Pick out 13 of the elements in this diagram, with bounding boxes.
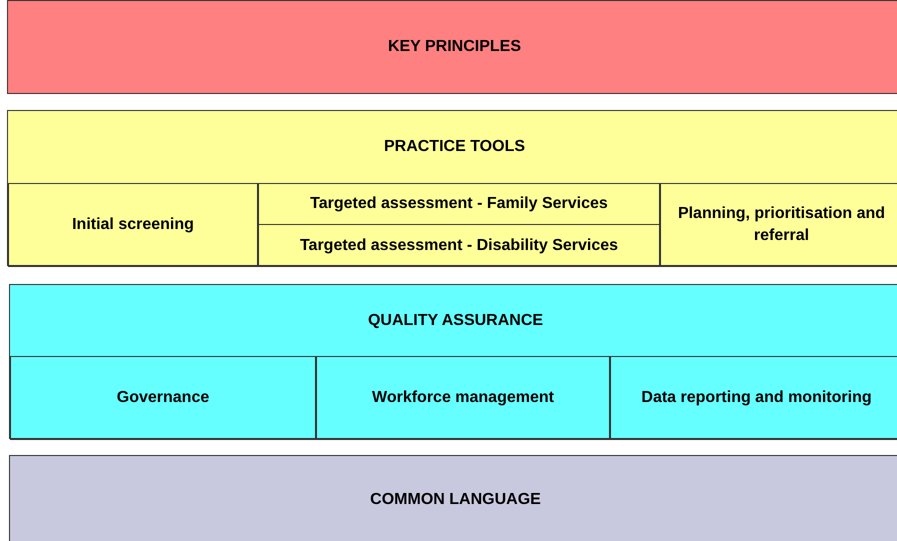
layer-band: KEY PRINCIPLES (7, 0, 897, 94)
component-cell: Targeted assessment - Disability Services (258, 224, 660, 267)
component-cell: Targeted assessment - Family Services (258, 183, 660, 225)
layer-heading: QUALITY ASSURANCE (368, 312, 544, 330)
layer-heading: PRACTICE TOOLS (384, 138, 526, 156)
layer-band: COMMON LANGUAGE (9, 455, 897, 541)
layer-band (7, 110, 897, 266)
component-cell: Planning, prioritisation and referral (660, 183, 897, 267)
layer-band (9, 284, 897, 439)
component-cell: Governance (10, 356, 316, 440)
component-cell: Data reporting and monitoring (610, 356, 897, 440)
component-cell: Workforce management (316, 356, 610, 440)
component-cell: Initial screening (8, 183, 258, 267)
